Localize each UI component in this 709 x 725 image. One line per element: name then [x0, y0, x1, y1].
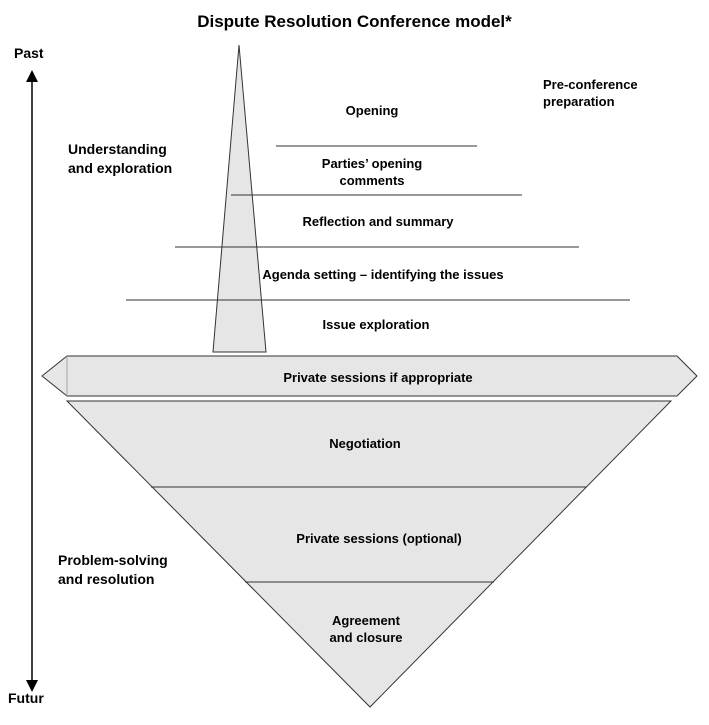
problem-solving-line-1: Problem-solving — [58, 552, 168, 568]
stage-negotiation-text: Negotiation — [329, 436, 401, 451]
axis-top-label: Past — [14, 45, 44, 61]
stage-issue-text: Issue exploration — [322, 317, 430, 332]
pre-conference-line-1: Pre-conference — [543, 77, 638, 92]
stage-parties-text-1: Parties’ opening — [321, 156, 423, 171]
axis-bottom-label: Futur — [8, 690, 44, 706]
stage-private-optional-text: Private sessions (optional) — [296, 531, 462, 546]
understanding-exploration-label: Understanding and exploration — [68, 140, 172, 178]
stage-parties-opening-comments: Parties’ opening comments — [250, 155, 494, 189]
stage-agenda-setting: Agenda setting – identifying the issues — [230, 266, 536, 283]
private-sessions-band — [41, 355, 698, 397]
stage-opening: Opening — [250, 102, 494, 119]
stage-negotiation: Negotiation — [280, 435, 450, 452]
understanding-line-2: and exploration — [68, 160, 173, 176]
stage-agreement-closure: Agreement and closure — [300, 612, 432, 646]
pre-conference-label: Pre-conference preparation — [543, 76, 638, 110]
private-sessions-appropriate-label: Private sessions if appropriate — [283, 370, 473, 385]
exploration-spike — [212, 44, 267, 353]
stage-issue-exploration: Issue exploration — [250, 316, 502, 333]
problem-solving-line-2: and resolution — [58, 571, 155, 587]
problem-solving-label: Problem-solving and resolution — [58, 551, 168, 589]
diagram-title: Dispute Resolution Conference model* — [197, 12, 512, 31]
stage-private-sessions-optional: Private sessions (optional) — [250, 530, 508, 547]
stage-reflection-text: Reflection and summary — [302, 214, 454, 229]
stage-reflection-summary: Reflection and summary — [240, 213, 516, 230]
stage-agenda-text: Agenda setting – identifying the issues — [262, 267, 504, 282]
stage-opening-text: Opening — [345, 103, 399, 118]
stage-agreement-text-1: Agreement — [332, 613, 400, 628]
pre-conference-line-2: preparation — [543, 94, 615, 109]
resolution-pyramid — [65, 400, 673, 708]
stage-agreement-text-2: and closure — [329, 630, 403, 645]
understanding-line-1: Understanding — [68, 141, 167, 157]
stage-parties-text-2: comments — [339, 173, 405, 188]
